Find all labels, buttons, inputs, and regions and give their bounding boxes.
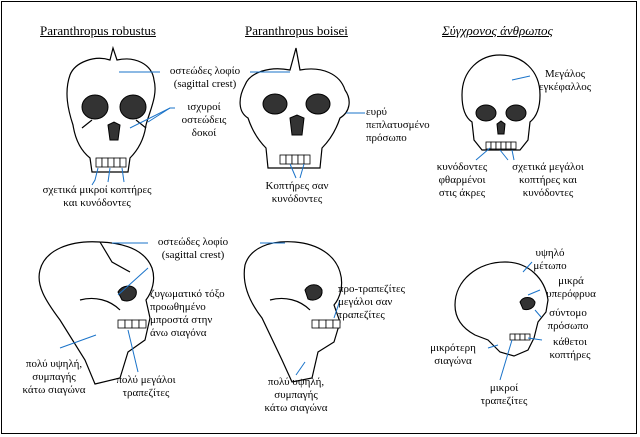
label-bony-beams: ισχυροί οστεώδεις δοκοί xyxy=(181,101,227,139)
label-worn-canines: κυνόδοντες φθαρμένοι στις άκρες xyxy=(436,161,488,199)
modern-side-teeth xyxy=(509,333,531,341)
label-small-incisors: σχετικά μικροί κοπτήρες και κυνόδοντες xyxy=(42,184,152,209)
leader-lines xyxy=(59,71,543,381)
label-sagittal-crest-top: οστεώδες λοφίο (sagittal crest) xyxy=(169,65,241,90)
label-zygomatic-arch: ζυγωματικό τόξο προωθημένο μπροστά στην … xyxy=(150,288,225,339)
label-big-brain: Μεγάλος εγκέφαλλος xyxy=(538,68,592,93)
label-large-incisors: σχετικά μεγάλοι κοπτήρες και κυνόδοντες xyxy=(512,161,584,199)
label-small-brow-ridges: μικρά υπερόφρυα xyxy=(546,275,596,300)
label-jaw-boisei: πολύ υψηλή, συμπαγής κάτω σιαγώνα xyxy=(264,376,328,414)
label-small-molars: μικροί τραπεζίτες xyxy=(480,382,528,407)
label-smaller-jaw: μικρότερη σιαγώνα xyxy=(430,342,476,367)
modern-side-skull xyxy=(454,261,549,357)
label-wide-face: ευρύ πεπλατυσμένο πρόσωπο xyxy=(366,106,430,144)
title-boisei: Paranthropus boisei xyxy=(245,23,348,38)
label-vertical-incisors: κάθετοι κοπτήρες xyxy=(549,336,591,361)
boisei-front-skull xyxy=(239,47,350,169)
label-high-forehead: υψηλό μέτωπο xyxy=(533,247,567,272)
robustus-front-skull xyxy=(66,45,156,173)
modern-front-skull xyxy=(461,54,541,151)
robustus-side-skull xyxy=(38,241,155,385)
label-jaw-robustus: πολύ υψηλή, συμπαγής κάτω σιαγώνα xyxy=(22,358,86,396)
robustus-side-teeth xyxy=(117,319,147,329)
title-robustus: Paranthropus robustus xyxy=(40,23,156,38)
robustus-front-teeth xyxy=(95,157,127,168)
label-sagittal-crest-side: οστεώδες λοφίο (sagittal crest) xyxy=(157,236,229,261)
boisei-side-skull xyxy=(243,241,343,383)
title-modern: Σύγχρονος άνθρωπος xyxy=(442,23,553,38)
label-very-large-molars: πολύ μεγάλοι τραπεζίτες xyxy=(116,374,176,399)
label-short-face: σύντομο πρόσωπο xyxy=(547,307,589,332)
label-premolars: προ-τραπεζίτες μεγάλοι σαν τραπεζίτες xyxy=(338,283,405,321)
modern-front-teeth xyxy=(485,141,517,150)
boisei-side-teeth xyxy=(311,319,341,329)
boisei-front-teeth xyxy=(279,154,311,165)
label-incisors-like-canines: Κοπτήρες σαν κυνόδοντες xyxy=(265,180,329,205)
